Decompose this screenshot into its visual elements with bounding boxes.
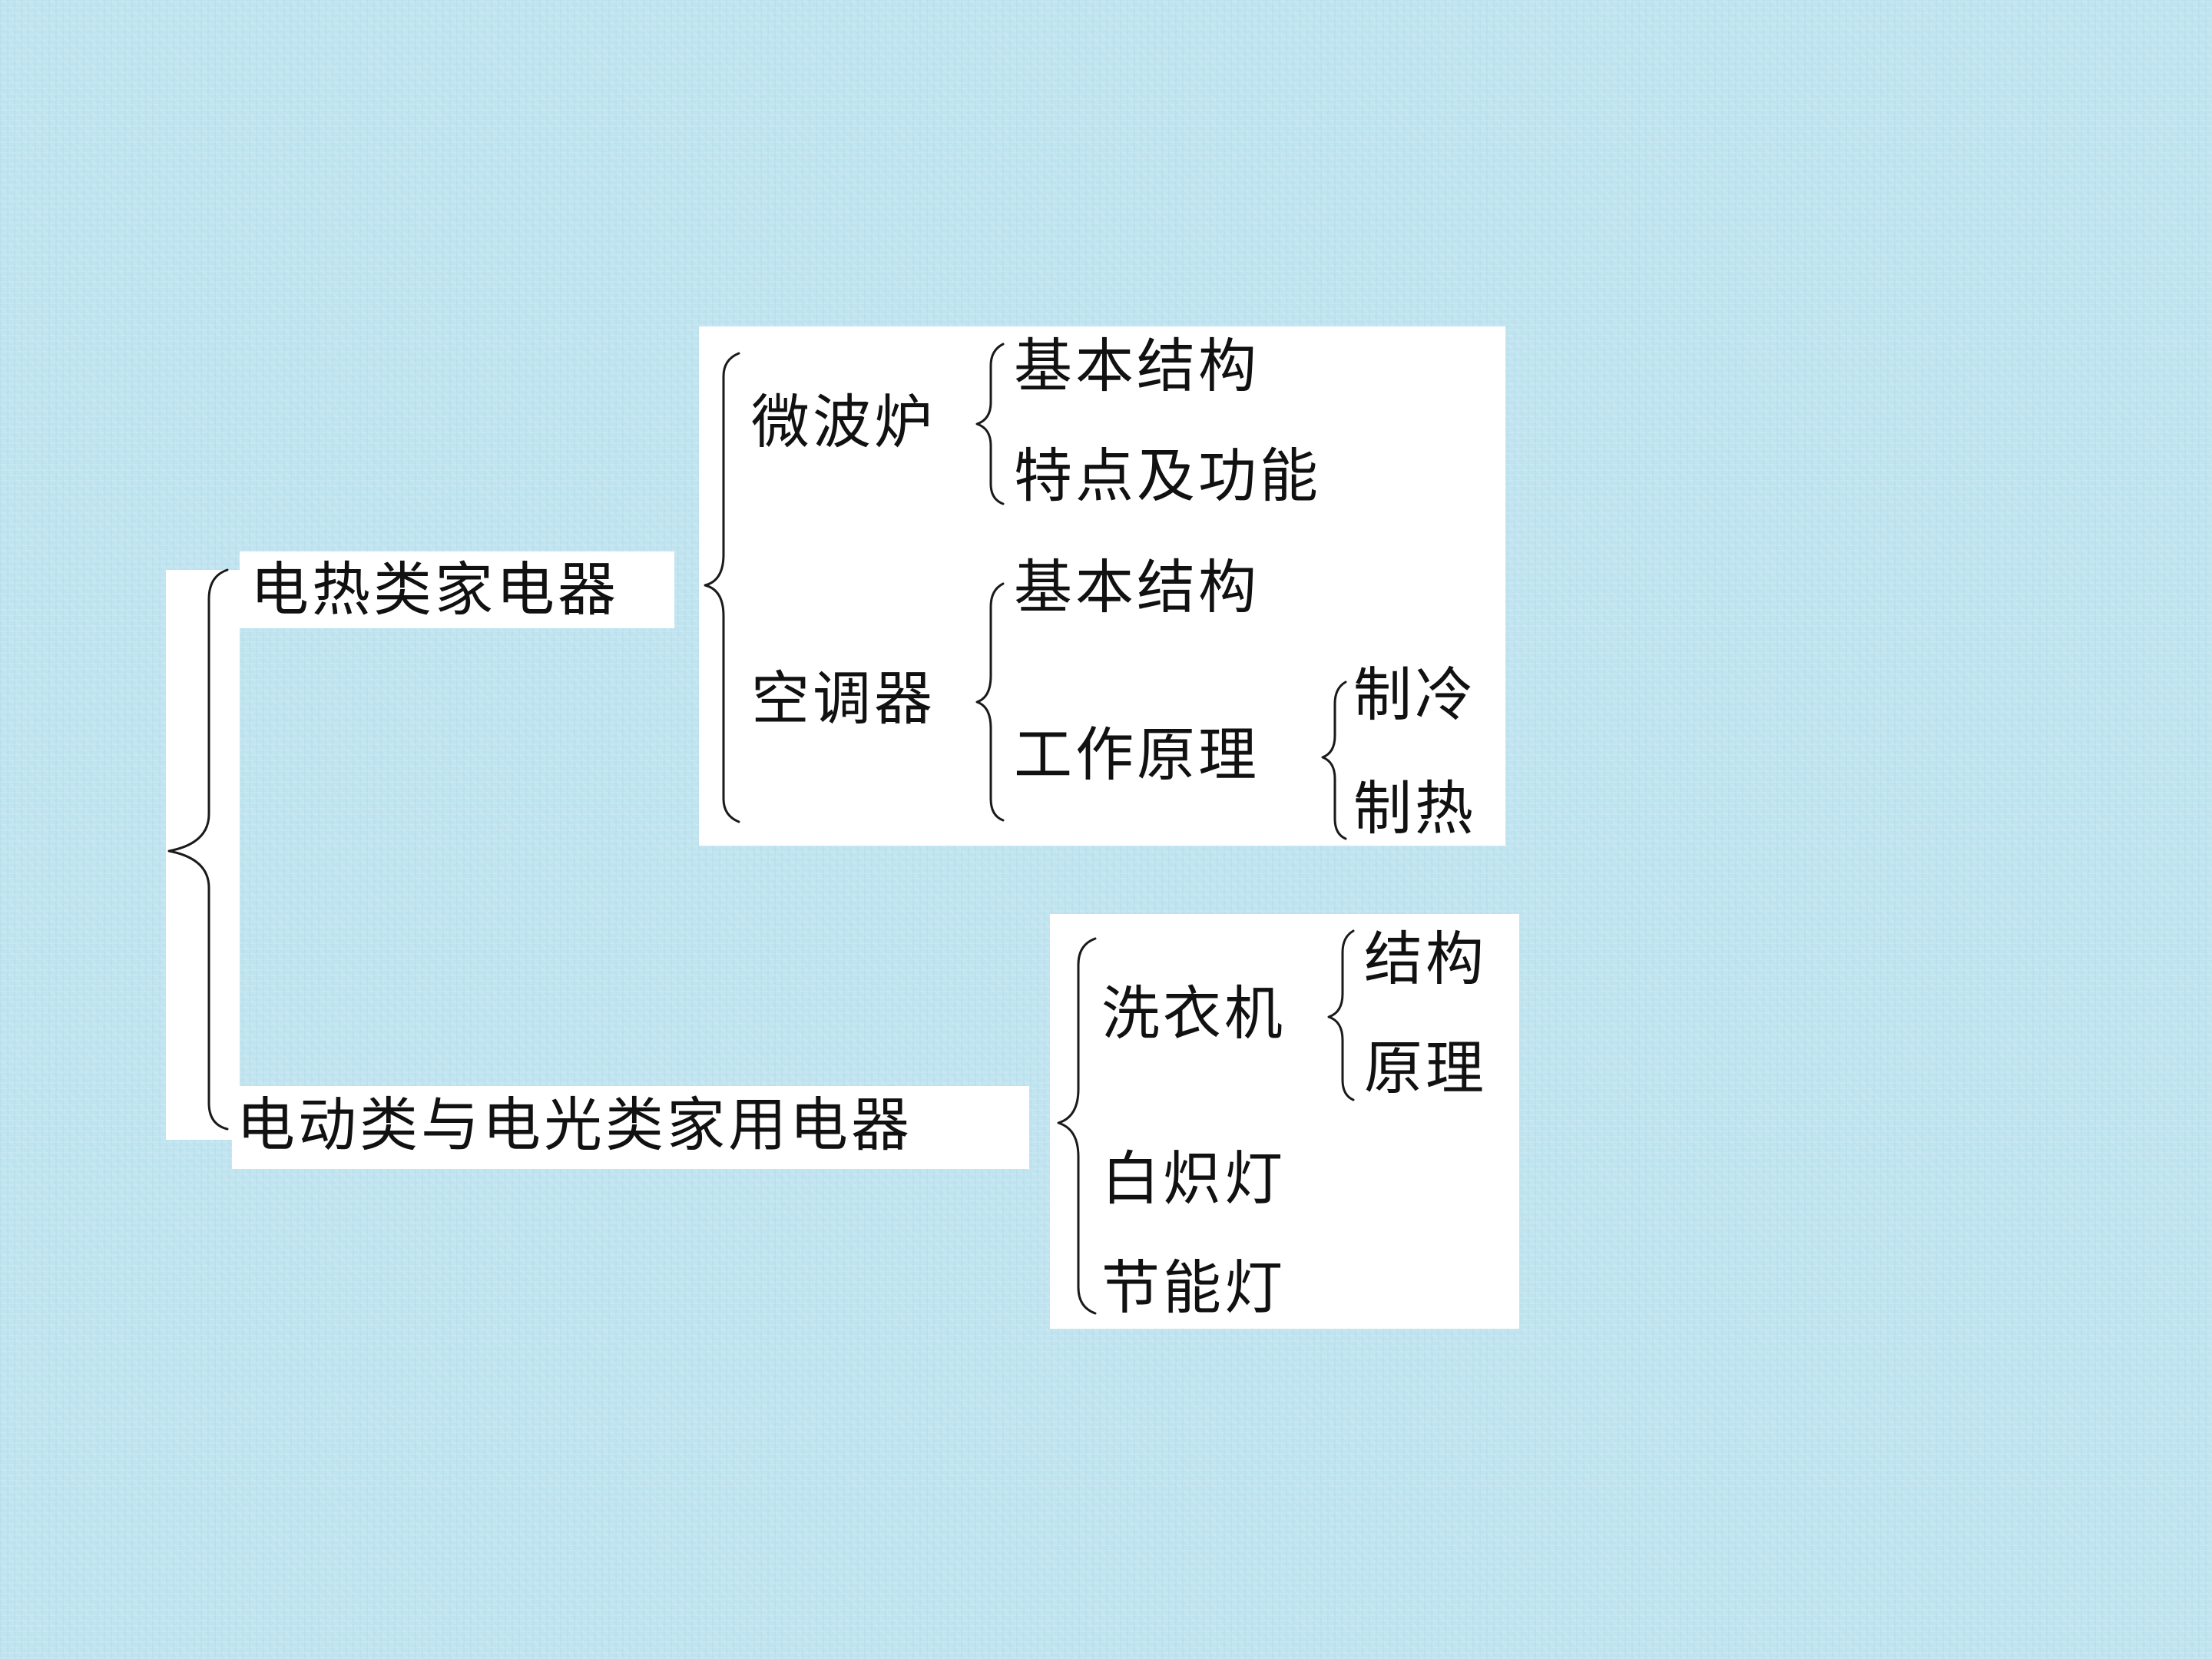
electrothermal-label-panel <box>240 551 674 628</box>
node-washing-machine: 洗衣机 <box>1101 979 1286 1048</box>
node-air-conditioner: 空调器 <box>751 664 935 733</box>
motor-light-detail-panel <box>1050 914 1519 1329</box>
motor-light-brace <box>1057 937 1097 1315</box>
node-ac-basic-structure: 基本结构 <box>1014 553 1260 621</box>
node-electrothermal-appliances: 电热类家电器 <box>250 555 619 624</box>
node-washer-structure: 结构 <box>1364 925 1487 993</box>
working-principle-brace <box>1321 680 1347 840</box>
node-microwave-basic-structure: 基本结构 <box>1014 332 1260 400</box>
node-energy-saving-lamp: 节能灯 <box>1101 1253 1286 1322</box>
root-brace <box>167 568 229 1131</box>
node-microwave-oven: 微波炉 <box>751 388 935 456</box>
node-washer-principle: 原理 <box>1364 1034 1487 1102</box>
electrothermal-detail-panel <box>699 326 1505 846</box>
root-bracket-panel <box>166 570 240 1140</box>
washing-machine-brace <box>1327 929 1355 1101</box>
node-ac-heating: 制热 <box>1353 774 1476 843</box>
node-ac-cooling: 制冷 <box>1353 661 1476 729</box>
motor-light-label-panel <box>232 1086 1029 1169</box>
node-incandescent-lamp: 白炽灯 <box>1101 1144 1286 1213</box>
node-microwave-features-functions: 特点及功能 <box>1014 442 1321 510</box>
electrothermal-brace <box>704 352 740 823</box>
node-ac-working-principle: 工作原理 <box>1014 720 1260 789</box>
microwave-brace <box>975 343 1005 505</box>
air-conditioner-brace <box>975 582 1005 822</box>
node-motor-and-lighting-appliances: 电动类与电光类家用电器 <box>237 1091 912 1159</box>
